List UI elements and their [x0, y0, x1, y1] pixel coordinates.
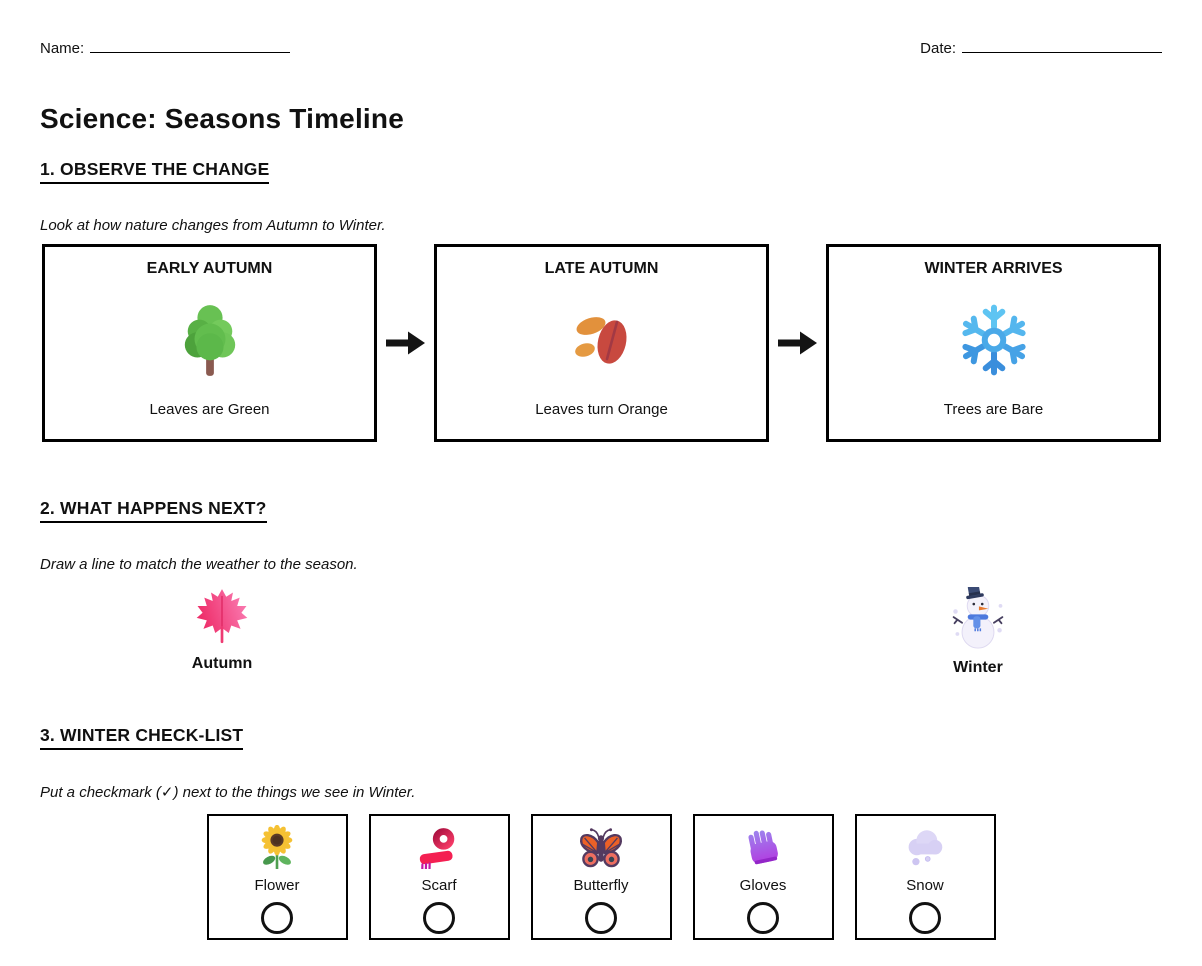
card-title: LATE AUTUMN	[544, 260, 659, 277]
card-title: EARLY AUTUMN	[146, 260, 273, 277]
section1-heading: 1. OBSERVE THE CHANGE	[40, 159, 1162, 184]
check-card-flower: Flower	[206, 814, 348, 940]
header-row: Name: Date:	[40, 38, 1162, 57]
check-label: Snow	[906, 877, 944, 894]
check-circle[interactable]	[261, 902, 293, 934]
check-circle[interactable]	[423, 902, 455, 934]
match-label: Autumn	[191, 655, 253, 672]
tree-icon	[179, 278, 241, 401]
check-circle[interactable]	[585, 902, 617, 934]
match-item-autumn[interactable]: Autumn	[162, 587, 282, 673]
card-caption: Trees are Bare	[943, 401, 1044, 418]
sunflower-icon	[256, 825, 298, 870]
maple-leaf-icon	[195, 589, 249, 651]
page-title: Science: Seasons Timeline	[40, 103, 404, 134]
section3-heading: 3. WINTER CHECK-LIST	[40, 725, 1162, 750]
card-winter-arrives: WINTER ARRIVES	[826, 244, 1161, 442]
match-row: Autumn	[40, 584, 1162, 676]
butterfly-icon	[578, 826, 624, 870]
section3-instruction: Put a checkmark (✓) next to the things w…	[40, 784, 416, 801]
arrow-right-icon	[769, 244, 826, 442]
snow-cloud-icon	[903, 826, 947, 870]
gloves-icon	[741, 826, 785, 870]
name-field: Name:	[40, 38, 291, 57]
section2-instruction: Draw a line to match the weather to the …	[40, 556, 358, 573]
seasons-timeline: EARLY AUTUMN Leaves are Green	[42, 244, 1162, 442]
card-title: WINTER ARRIVES	[924, 260, 1063, 277]
check-label: Gloves	[739, 877, 787, 894]
check-label: Scarf	[421, 877, 457, 894]
check-card-gloves: Gloves	[692, 814, 834, 940]
winter-checklist: Flower Scarf	[206, 814, 996, 940]
section2-heading: 2. WHAT HAPPENS NEXT?	[40, 498, 1162, 523]
check-label: Butterfly	[573, 877, 629, 894]
check-card-snow: Snow	[854, 814, 996, 940]
check-circle[interactable]	[747, 902, 779, 934]
check-card-scarf: Scarf	[368, 814, 510, 940]
match-label: Winter	[953, 659, 1003, 676]
match-item-winter[interactable]: Winter	[918, 584, 1038, 677]
name-line[interactable]	[90, 38, 291, 53]
date-field: Date:	[920, 38, 1162, 57]
snowman-icon	[948, 584, 1008, 655]
section1-instruction: Look at how nature changes from Autumn t…	[40, 217, 386, 234]
name-label: Name:	[40, 40, 85, 57]
check-card-butterfly: Butterfly	[530, 814, 672, 940]
card-early-autumn: EARLY AUTUMN Leaves are Green	[42, 244, 377, 442]
scarf-icon	[417, 826, 461, 870]
arrow-right-icon	[377, 244, 434, 442]
card-caption: Leaves turn Orange	[535, 401, 668, 418]
snowflake-icon	[957, 278, 1031, 401]
card-late-autumn: LATE AUTUMN Leaves turn Orange	[434, 244, 769, 442]
fallen-leaves-icon	[570, 278, 634, 401]
card-caption: Leaves are Green	[149, 401, 270, 418]
check-circle[interactable]	[909, 902, 941, 934]
date-line[interactable]	[962, 38, 1162, 53]
check-label: Flower	[254, 877, 300, 894]
date-label: Date:	[920, 40, 956, 57]
